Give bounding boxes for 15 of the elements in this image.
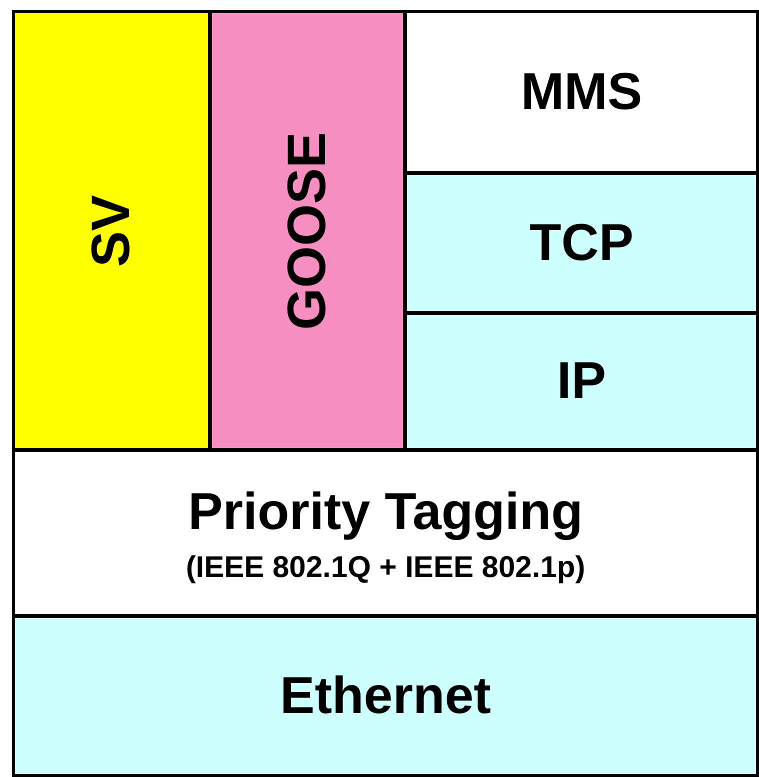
layer-label: Ethernet [280, 666, 491, 726]
layer-label: IP [556, 351, 606, 412]
layer-label: MMS [520, 62, 642, 122]
protocol-layer [209, 10, 406, 451]
layer-label: GOOSE [280, 131, 334, 330]
layer-subtitle: (IEEE 802.1Q + IEEE 802.1p) [186, 550, 586, 586]
protocol-layer [404, 10, 759, 174]
protocol-layer [404, 312, 759, 451]
protocol-layer [404, 172, 759, 314]
layer-label: Priority Tagging [188, 482, 583, 543]
protocol-layer [12, 449, 759, 617]
protocol-layer [12, 615, 759, 777]
layer-label: TCP [530, 212, 634, 274]
protocol-layer [12, 10, 211, 451]
layer-label: SV [84, 194, 138, 267]
